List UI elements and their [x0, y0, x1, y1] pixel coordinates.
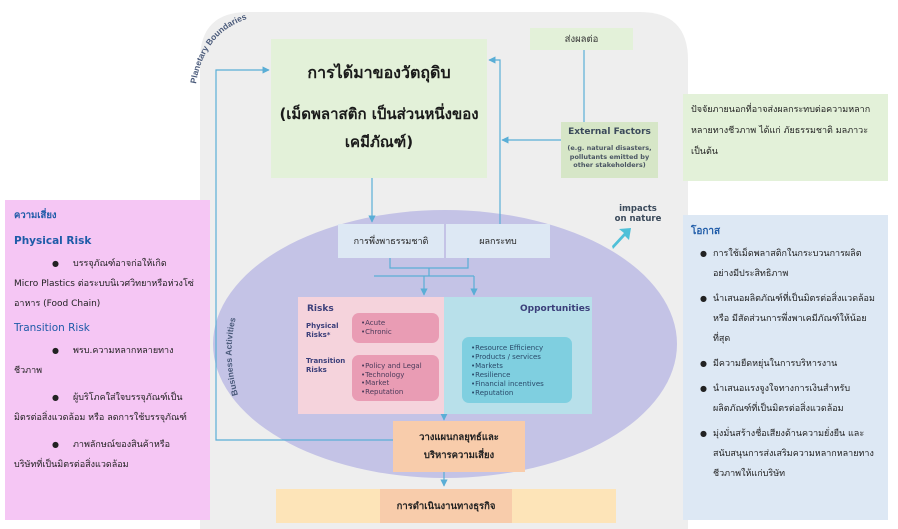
- physical-risks-label: Physical Risks*: [306, 322, 339, 339]
- risk-panel: ความเสี่ยง Physical Risk บรรจุภัณฑ์อาจก่…: [5, 200, 210, 520]
- opportunities-pill: Resource Efficiency Products / services …: [462, 337, 572, 403]
- opportunity-panel: โอกาส การใช้เม็ดพลาสติกในกระบวนการผลิตอย…: [683, 215, 888, 520]
- physical-risk-item: Chronic: [361, 328, 439, 337]
- transition-risks-pill: Policy and Legal Technology Market Reput…: [352, 355, 439, 401]
- opportunity-item: Markets: [471, 362, 572, 371]
- transition-risk-bullet: ภาพลักษณ์ของสินค้าหรือ บริษัทที่เป็นมิตร…: [14, 435, 201, 475]
- transition-risk-item: Reputation: [361, 388, 439, 397]
- transition-risk-item: Policy and Legal: [361, 362, 439, 371]
- external-factors-line: pollutants emitted by: [569, 152, 650, 161]
- physical-risk-item: Acute: [361, 319, 439, 328]
- bullet-rest: บริษัทที่เป็นมิตรต่อสิ่งแวดล้อม: [14, 460, 129, 470]
- transition-risks-label-line: Risks: [306, 365, 327, 374]
- raw-materials-title: การได้มาของวัตถุดิบ: [307, 63, 451, 82]
- svg-text:Business Activities: Business Activities: [224, 316, 240, 397]
- opportunity-bullet: นำเสนอแรงจูงใจทางการเงินสำหรับผลิตภัณฑ์ท…: [691, 379, 880, 419]
- opportunity-bullet: นำเสนอผลิตภัณฑ์ที่เป็นมิตรต่อสิ่งแวดล้อม…: [691, 289, 880, 349]
- bullet-first-line: ผู้บริโภคใส่ใจบรรจุภัณฑ์เป็น: [14, 388, 201, 408]
- bullet-rest: มิตรต่อสิ่งแวดล้อม หรือ ลดการใช้บรรจุภัณ…: [14, 413, 187, 423]
- bullet-first-line: พรบ.ความหลากหลายทาง: [14, 341, 201, 361]
- impact-box: ผลกระทบ: [446, 224, 550, 258]
- transition-risk-item: Market: [361, 379, 439, 388]
- transition-risk-heading: Transition Risk: [14, 322, 90, 334]
- physical-risk-bullet: บรรจุภัณฑ์อาจก่อให้เกิด Micro Plastics ต…: [14, 254, 201, 314]
- raw-materials-subtitle: (เม็ดพลาสติก เป็นส่วนหนึ่งของเคมีภัณฑ์): [279, 105, 479, 151]
- raw-materials-box: การได้มาของวัตถุดิบ (เม็ดพลาสติก เป็นส่ว…: [271, 39, 487, 178]
- bullet-rest: Micro Plastics ต่อระบบนิเวศวิทยาหรือห่วง…: [14, 279, 194, 309]
- opportunity-item: Resilience: [471, 371, 572, 380]
- external-factors-note-text: ปัจจัยภายนอกที่อาจส่งผลกระทบต่อความหลากห…: [691, 105, 871, 157]
- opportunity-item: Resource Efficiency: [471, 344, 572, 353]
- opportunity-bullet: การใช้เม็ดพลาสติกในกระบวนการผลิตอย่างมีป…: [691, 244, 880, 284]
- impacts-on-nature-line: on nature: [614, 214, 662, 224]
- opportunity-item: Reputation: [471, 389, 572, 398]
- opportunity-bullet: มุ่งมั่นสร้างชื่อเสียงด้านความยั่งยืน แล…: [691, 424, 880, 484]
- dependency-box: การพึ่งพาธรรมชาติ: [338, 224, 444, 258]
- svg-text:Planetary Boundaries: Planetary Boundaries: [188, 11, 248, 84]
- business-activities-label: Business Activities: [224, 316, 240, 397]
- operations-label: การดำเนินงานทางธุรกิจ: [396, 500, 496, 512]
- external-factors-note: ปัจจัยภายนอกที่อาจส่งผลกระทบต่อความหลากห…: [683, 94, 888, 181]
- physical-risks-label-line: Physical: [306, 322, 339, 330]
- impact-label-box: ส่งผลต่อ: [530, 28, 633, 50]
- opportunity-bullet: มีความยืดหยุ่นในการบริหารงาน: [691, 354, 880, 374]
- transition-risk-bullet: พรบ.ความหลากหลายทาง ชีวภาพ: [14, 341, 201, 381]
- strategy-line: วางแผนกลยุทธ์และ: [419, 431, 499, 443]
- external-factors-line: (e.g. natural disasters,: [567, 144, 652, 152]
- physical-risks-label-line: Risks*: [306, 330, 331, 339]
- impacts-on-nature-line: impacts: [619, 204, 657, 214]
- transition-risks-label: Transition Risks: [306, 357, 345, 374]
- external-factors-title: External Factors: [568, 127, 651, 137]
- operations-band: การดำเนินงานทางธุรกิจ: [276, 489, 616, 523]
- transition-risk-item: Technology: [361, 371, 439, 380]
- external-factors-subtitle: (e.g. natural disasters, pollutants emit…: [561, 144, 658, 170]
- external-factors-line: other stakeholders): [573, 161, 646, 169]
- operations-box: การดำเนินงานทางธุรกิจ: [380, 489, 512, 523]
- strategy-box: วางแผนกลยุทธ์และ บริหารความเสี่ยง: [393, 421, 525, 472]
- opportunities-title: Opportunities: [520, 304, 591, 314]
- bullet-first-line: ภาพลักษณ์ของสินค้าหรือ: [14, 435, 201, 455]
- planetary-boundaries-label: Planetary Boundaries: [188, 11, 248, 84]
- physical-risks-pill: Acute Chronic: [352, 313, 439, 343]
- impact-label: ส่งผลต่อ: [564, 33, 599, 45]
- opportunity-item: Financial incentives: [471, 380, 572, 389]
- impacts-on-nature-arrow: [612, 228, 631, 249]
- bullet-first-line: บรรจุภัณฑ์อาจก่อให้เกิด: [14, 254, 201, 274]
- bullet-rest: ชีวภาพ: [14, 366, 43, 376]
- opportunity-heading: โอกาส: [691, 226, 721, 237]
- dependency-label: การพึ่งพาธรรมชาติ: [353, 237, 429, 247]
- transition-risks-label-line: Transition: [306, 357, 346, 365]
- impact-box-label: ผลกระทบ: [479, 237, 517, 247]
- transition-risk-bullet: ผู้บริโภคใส่ใจบรรจุภัณฑ์เป็น มิตรต่อสิ่ง…: [14, 388, 201, 428]
- risk-heading: ความเสี่ยง: [14, 210, 57, 221]
- strategy-line: บริหารความเสี่ยง: [423, 449, 495, 461]
- impacts-on-nature-label: impacts on nature: [608, 204, 668, 224]
- risks-title: Risks: [307, 304, 334, 314]
- external-factors-box: External Factors (e.g. natural disasters…: [561, 122, 658, 178]
- opportunity-item: Products / services: [471, 353, 572, 362]
- physical-risk-heading: Physical Risk: [14, 235, 92, 247]
